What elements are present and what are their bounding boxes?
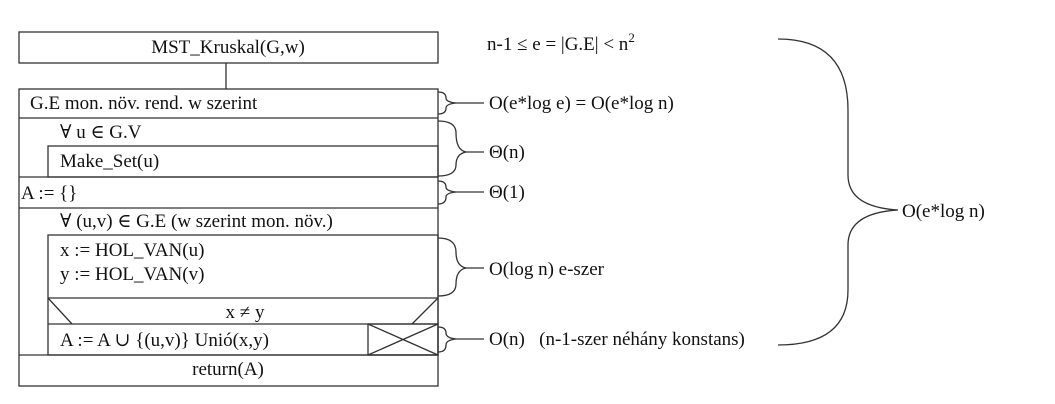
edge-bound-label: n-1 ≤ e = |G.E| < n2 <box>487 30 635 55</box>
init-cost-label: Θ(1) <box>489 182 525 203</box>
make-set-cost-label: Θ(n) <box>489 142 525 163</box>
init-a-step: A := {} <box>21 183 77 204</box>
make-set-step: Make_Set(u) <box>60 151 159 172</box>
edge-bound-text: n-1 ≤ e = |G.E| < n <box>487 34 629 55</box>
condition-text: x ≠ y <box>226 302 265 323</box>
find-brace <box>437 237 467 297</box>
loop-vertices-header: ∀ u ∈ G.V <box>60 122 142 143</box>
union-brace <box>437 326 457 353</box>
find-cost-label: O(log n) e-szer <box>489 259 605 280</box>
loop-edges-header: ∀ (u,v) ∈ G.E (w szerint mon. növ.) <box>60 211 333 232</box>
total-brace <box>777 38 899 346</box>
algorithm-title: MST_Kruskal(G,w) <box>151 37 305 58</box>
union-step: A := A ∪ {(u,v)} Unió(x,y) <box>60 330 269 351</box>
sort-step: G.E mon. növ. rend. w szerint <box>30 93 258 114</box>
total-cost-label: O(e*log n) <box>902 201 985 222</box>
else-cross-line <box>367 323 439 356</box>
make-set-brace <box>437 120 467 177</box>
condition-left-diagonal <box>47 297 73 325</box>
sort-brace <box>437 91 457 115</box>
init-brace <box>437 180 457 205</box>
union-cost-label: O(n) (n-1-szer néhány konstans) <box>489 329 745 350</box>
sort-cost-label: O(e*log e) = O(e*log n) <box>489 93 674 114</box>
find-x-step: x := HOL_VAN(u) <box>60 240 204 261</box>
find-y-step: y := HOL_VAN(v) <box>60 264 204 285</box>
condition-right-diagonal <box>411 297 439 325</box>
return-step: return(A) <box>192 359 264 380</box>
edge-bound-exponent: 2 <box>628 30 635 45</box>
title-box <box>18 31 439 64</box>
